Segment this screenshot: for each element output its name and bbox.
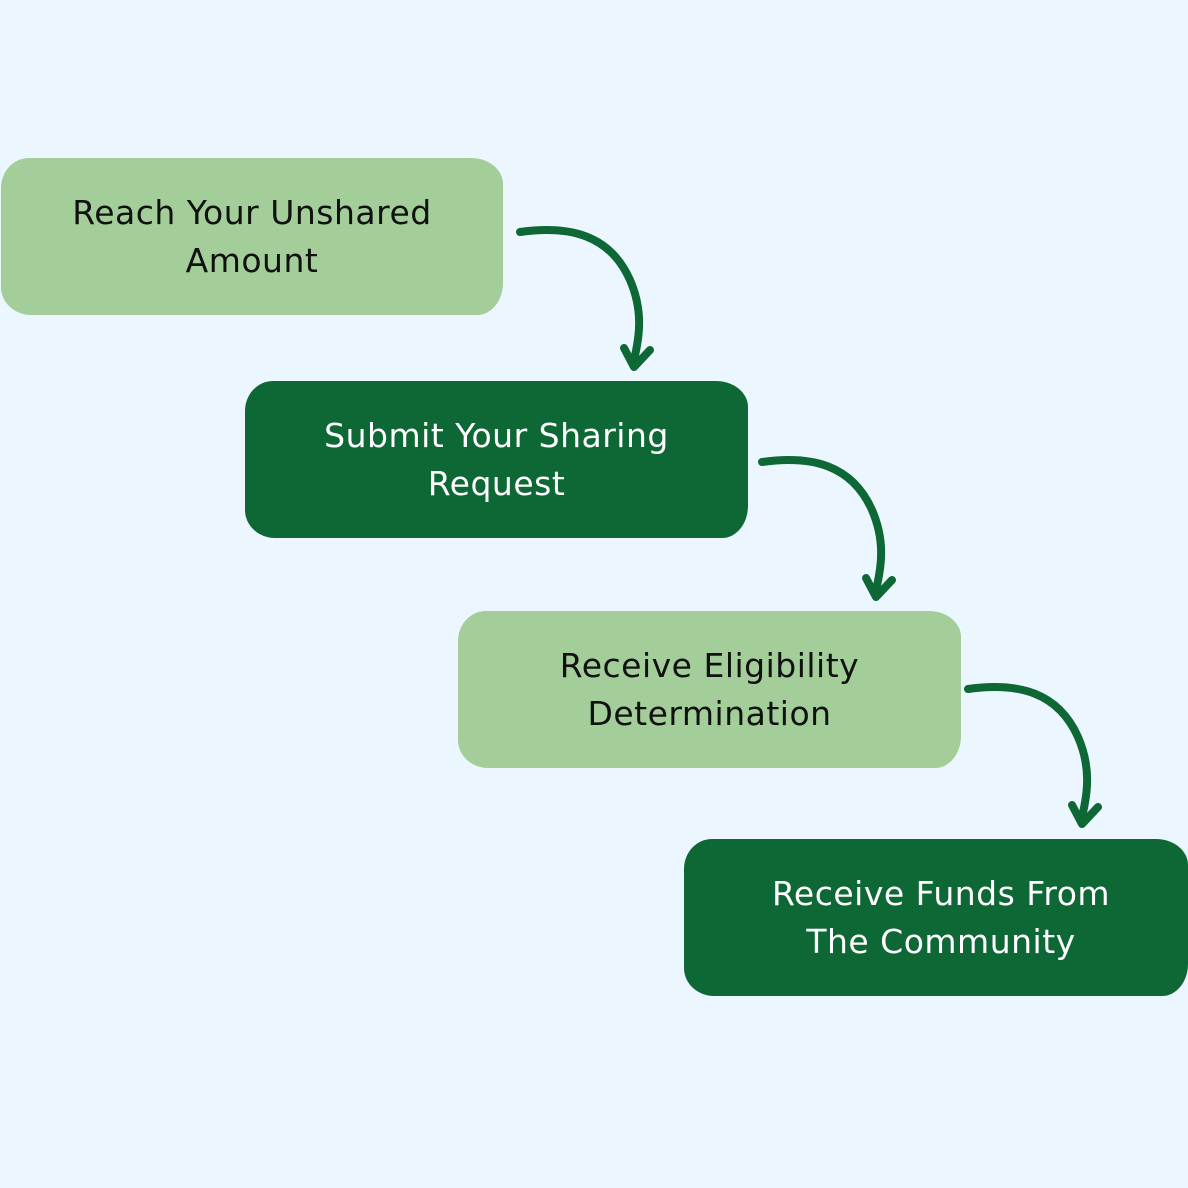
arrow-step-3-to-4: [964, 683, 1102, 828]
step-3-label: Receive Eligibility Determination: [559, 645, 860, 733]
arrow-step-1-to-2: [516, 226, 654, 371]
step-4-box: Receive Funds From The Community: [684, 839, 1188, 996]
step-2-label: Submit Your Sharing Request: [324, 415, 669, 503]
step-3-box: Receive Eligibility Determination: [458, 611, 961, 768]
arrow-step-2-to-3: [758, 456, 896, 601]
step-1-label: Reach Your Unshared Amount: [72, 192, 432, 280]
step-1-box: Reach Your Unshared Amount: [1, 158, 503, 315]
step-4-label: Receive Funds From The Community: [771, 873, 1111, 961]
step-2-box: Submit Your Sharing Request: [245, 381, 748, 538]
